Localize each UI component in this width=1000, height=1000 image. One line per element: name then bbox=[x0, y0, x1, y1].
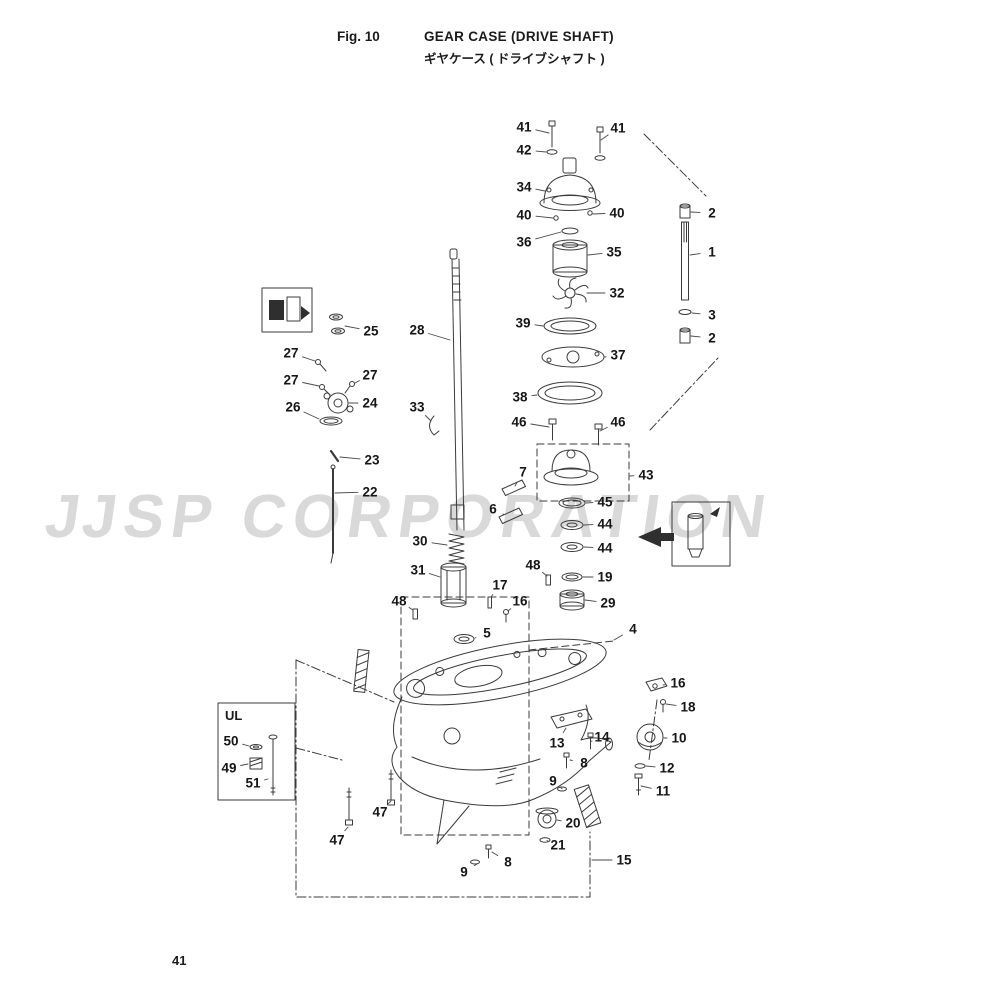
grease-arrow-icon bbox=[638, 527, 674, 547]
mount-bolts bbox=[345, 769, 395, 826]
boundary-dashdot-lines bbox=[295, 133, 719, 898]
callout-18: 18 bbox=[680, 699, 696, 715]
callout-27: 27 bbox=[283, 345, 299, 361]
woodruff-key-6 bbox=[498, 507, 523, 524]
lower-driveshaft-parts bbox=[429, 248, 467, 608]
callout-42: 42 bbox=[516, 142, 532, 158]
callout-15: 15 bbox=[616, 852, 632, 868]
callout-5: 5 bbox=[483, 625, 491, 641]
callout-33: 33 bbox=[409, 399, 425, 415]
callout-47: 47 bbox=[329, 832, 345, 848]
callout-43: 43 bbox=[638, 467, 654, 483]
callout-50: 50 bbox=[223, 733, 239, 749]
callout-10: 10 bbox=[671, 730, 687, 746]
callout-46: 46 bbox=[511, 414, 527, 430]
callout-27: 27 bbox=[283, 372, 299, 388]
bearing-carrier-stack bbox=[543, 418, 603, 611]
callout-41: 41 bbox=[610, 120, 626, 136]
callout-49: 49 bbox=[221, 760, 237, 776]
callout-2: 2 bbox=[708, 205, 716, 221]
upper-driveshaft-parts bbox=[678, 203, 692, 344]
callout-9: 9 bbox=[549, 773, 557, 789]
callout-2: 2 bbox=[708, 330, 716, 346]
figure-label: Fig. 10 bbox=[337, 29, 380, 44]
callout-30: 30 bbox=[412, 533, 428, 549]
leader-lines bbox=[240, 129, 701, 867]
callout-35: 35 bbox=[606, 244, 622, 260]
callout-31: 31 bbox=[410, 562, 426, 578]
callout-51: 51 bbox=[245, 775, 261, 791]
woodruff-key-7 bbox=[501, 479, 526, 496]
callout-24: 24 bbox=[362, 395, 378, 411]
callout-27: 27 bbox=[362, 367, 378, 383]
small-parts-mid bbox=[412, 596, 509, 644]
shift-rod-group bbox=[261, 287, 355, 564]
callout-40: 40 bbox=[516, 207, 532, 223]
callout-16: 16 bbox=[512, 593, 528, 609]
page-title-japanese: ギヤケース ( ドライブシャフト ) bbox=[424, 52, 605, 66]
callout-48: 48 bbox=[525, 557, 541, 573]
callout-38: 38 bbox=[512, 389, 528, 405]
callout-28: 28 bbox=[409, 322, 425, 338]
callout-14: 14 bbox=[594, 729, 610, 745]
callout-8: 8 bbox=[504, 854, 512, 870]
callout-3: 3 bbox=[708, 307, 716, 323]
callout-9: 9 bbox=[460, 864, 468, 880]
page-number: 41 bbox=[172, 953, 187, 968]
callout-7: 7 bbox=[519, 464, 527, 480]
page-title: GEAR CASE (DRIVE SHAFT) bbox=[424, 29, 614, 44]
callout-44: 44 bbox=[597, 540, 613, 556]
callout-4: 4 bbox=[629, 621, 637, 637]
callout-6: 6 bbox=[489, 501, 497, 517]
callout-44: 44 bbox=[597, 516, 613, 532]
small-parts-lower-right bbox=[470, 677, 668, 865]
callout-20: 20 bbox=[565, 815, 581, 831]
callout-46: 46 bbox=[610, 414, 626, 430]
callout-11: 11 bbox=[655, 783, 671, 799]
gearcase-housing bbox=[391, 638, 613, 845]
callout-23: 23 bbox=[364, 452, 380, 468]
callout-37: 37 bbox=[610, 347, 626, 363]
callout-39: 39 bbox=[515, 315, 531, 331]
callout-1: 1 bbox=[708, 244, 716, 260]
water-pump-stack bbox=[537, 120, 606, 405]
callout-21: 21 bbox=[550, 837, 566, 853]
clamp-bracket bbox=[353, 648, 370, 693]
callout-13: 13 bbox=[549, 735, 565, 751]
callout-8: 8 bbox=[580, 755, 588, 771]
callout-29: 29 bbox=[600, 595, 616, 611]
callout-36: 36 bbox=[516, 234, 532, 250]
callout-12: 12 bbox=[659, 760, 675, 776]
callout-19: 19 bbox=[597, 569, 613, 585]
callout-25: 25 bbox=[363, 323, 379, 339]
callout-45: 45 bbox=[597, 494, 613, 510]
callout-22: 22 bbox=[362, 484, 378, 500]
callout-32: 32 bbox=[609, 285, 625, 301]
callout-40: 40 bbox=[609, 205, 625, 221]
callout-47: 47 bbox=[372, 804, 388, 820]
ul-kit-label: UL bbox=[225, 708, 243, 723]
callout-16: 16 bbox=[670, 675, 686, 691]
callout-34: 34 bbox=[516, 179, 532, 195]
callout-17: 17 bbox=[492, 577, 508, 593]
ul-kit-box bbox=[217, 702, 296, 801]
callout-48: 48 bbox=[391, 593, 407, 609]
callout-41: 41 bbox=[516, 119, 532, 135]
grease-note-box bbox=[638, 501, 731, 567]
callout-26: 26 bbox=[285, 399, 301, 415]
